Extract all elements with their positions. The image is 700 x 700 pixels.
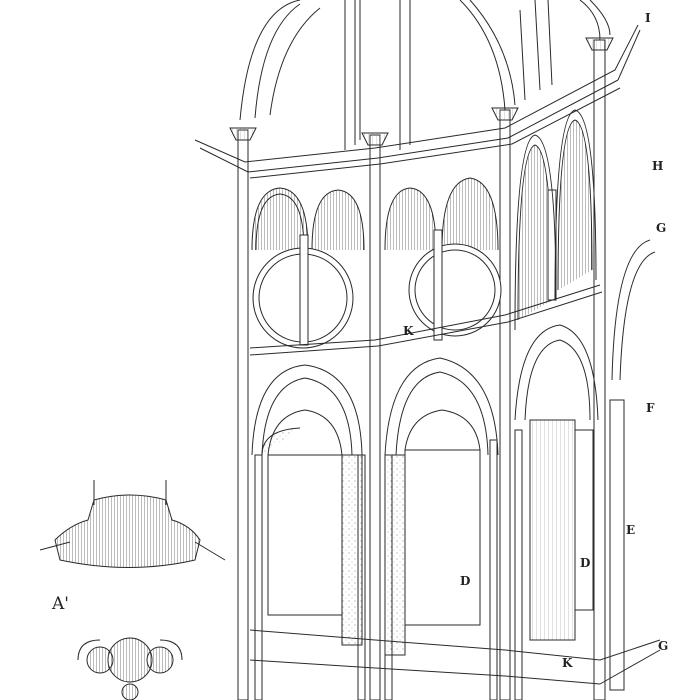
label-D-left: D: [460, 574, 471, 588]
label-H: H: [652, 159, 664, 173]
pier-section-detail: [39, 480, 226, 568]
label-G-upper: G: [656, 221, 667, 235]
upper-cornice: [194, 24, 641, 179]
label-F: F: [646, 401, 655, 415]
label-E: E: [626, 523, 636, 537]
label-K-upper: K: [403, 324, 414, 338]
label-G-lower: G: [658, 639, 669, 653]
label-I: I: [645, 11, 651, 25]
triforium-arcade: [249, 109, 603, 356]
pier-plan-detail: [77, 637, 183, 700]
label-A-prime: A': [52, 594, 69, 614]
lower-window-arcade: [249, 239, 661, 700]
main-shafts: [229, 37, 614, 700]
label-K-lower: K: [562, 656, 573, 670]
upper-vault-arches: [239, 0, 611, 150]
label-D-right: D: [580, 556, 591, 570]
